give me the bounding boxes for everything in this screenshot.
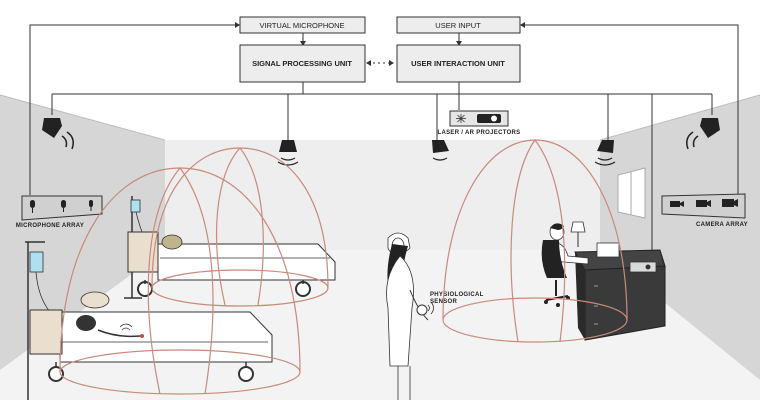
- sound-zone-back-bed: [151, 147, 329, 307]
- sound-zone-desk: [442, 139, 628, 343]
- patient: [161, 234, 183, 250]
- virtual-microphone-box: VIRTUAL MICROPHONE: [239, 16, 366, 34]
- wifi-icon: [657, 258, 664, 272]
- microphone-icon: [61, 200, 66, 212]
- laser-ar-projector: LASER / AR PROJECTORS: [438, 110, 521, 136]
- camera-icon: [722, 199, 738, 207]
- user-input-label: USER INPUT: [435, 21, 481, 30]
- microphone-icon: [89, 200, 93, 211]
- ceiling: [0, 0, 760, 140]
- physiological-sensor-label-line1: PHYSIOLOGICAL: [430, 292, 484, 298]
- microphone-array: MICROPHONE ARRAY: [16, 195, 103, 229]
- virtual-microphone-label: VIRTUAL MICROPHONE: [259, 21, 344, 30]
- camera-array: CAMERA ARRAY: [661, 193, 748, 228]
- signal-processing-unit-label: SIGNAL PROCESSING UNIT: [252, 59, 352, 68]
- patient: [76, 315, 96, 331]
- user-input-box: USER INPUT: [396, 16, 521, 34]
- speaker-icon: [42, 118, 74, 150]
- front-bed: [29, 291, 273, 382]
- sound-zones: [59, 139, 628, 395]
- laser-projectors-label: LASER / AR PROJECTORS: [438, 130, 521, 136]
- sound-zone-front-bed: [59, 167, 301, 395]
- camera-array-label: CAMERA ARRAY: [696, 222, 748, 228]
- speaker-icon: [432, 140, 449, 161]
- left-wall: [0, 95, 165, 370]
- speaker-icon: [277, 140, 299, 166]
- lamp-icon: [570, 221, 586, 247]
- camera-icon: [670, 201, 684, 207]
- monitor: [596, 242, 620, 258]
- desk-sensor-device: [629, 258, 664, 273]
- right-wall: [600, 95, 760, 380]
- microphone-array-label: MICROPHONE ARRAY: [16, 223, 84, 229]
- speaker-icon: [686, 118, 720, 150]
- desk-station: [541, 221, 666, 341]
- ceiling-speakers: [42, 118, 720, 166]
- iv-pole: [25, 241, 85, 400]
- wifi-icon: [427, 301, 434, 315]
- connection-lines: [29, 22, 739, 262]
- user-interaction-unit-box: USER INTERACTION UNIT: [396, 44, 521, 83]
- back-bed: [127, 231, 336, 297]
- signal-processing-unit-box: SIGNAL PROCESSING UNIT: [239, 44, 366, 83]
- sensor-icon: [416, 304, 428, 316]
- camera-icon: [696, 200, 711, 207]
- wifi-icon: [119, 323, 133, 331]
- user-interaction-unit-label: USER INTERACTION UNIT: [411, 59, 505, 68]
- laser-icon: [456, 114, 466, 123]
- microphone-icon: [30, 200, 35, 213]
- speaker-icon: [594, 140, 616, 166]
- back-wall: [165, 140, 600, 250]
